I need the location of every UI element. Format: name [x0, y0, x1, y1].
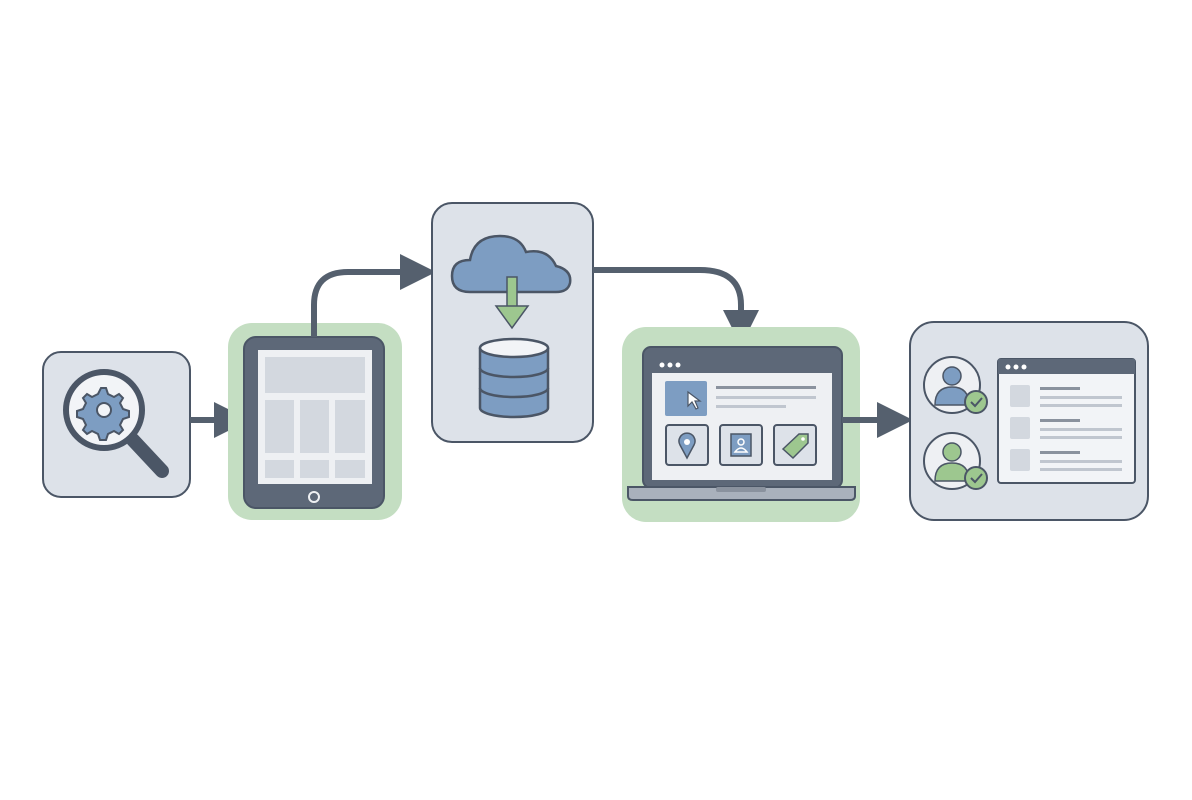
step-tablet [228, 323, 402, 520]
tag-icon [773, 424, 817, 466]
step-cloud-database [431, 202, 594, 443]
database-icon [478, 337, 550, 419]
location-pin-icon [665, 424, 709, 466]
verified-user-icon [923, 432, 988, 490]
verified-user-icon [923, 356, 988, 414]
contact-card-icon [719, 424, 763, 466]
cursor-icon [687, 390, 702, 410]
list-window-icon [997, 358, 1136, 484]
magnifier-gear-icon [63, 369, 169, 478]
cloud-icon [450, 234, 572, 294]
arrow-3 [593, 267, 759, 346]
arrow-2 [311, 254, 436, 337]
laptop-icon [627, 346, 856, 501]
download-arrow-icon [494, 276, 530, 330]
step-laptop [622, 327, 860, 522]
step-configure [42, 351, 191, 498]
tablet-icon [243, 336, 385, 509]
step-verified-users [909, 321, 1149, 521]
